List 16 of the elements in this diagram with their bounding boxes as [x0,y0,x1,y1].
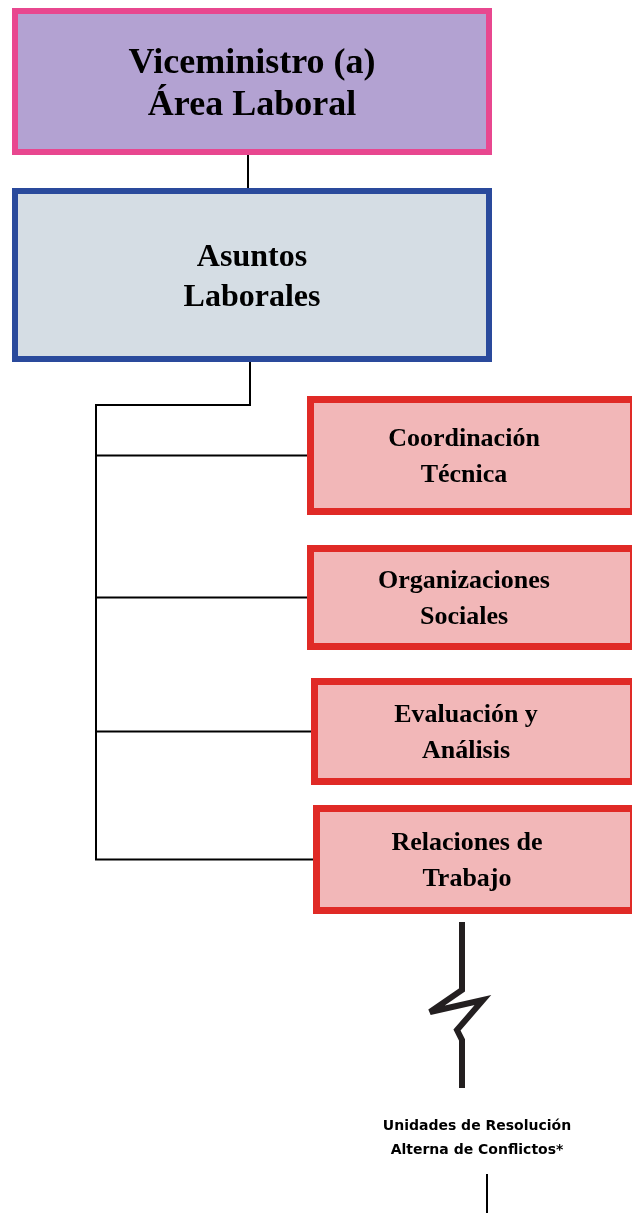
box-title: Coordinación Técnica [387,421,541,490]
broken-connector [427,922,492,1088]
connector-line [247,154,249,189]
org-box [12,8,492,155]
org-box [313,805,632,914]
org-box [307,396,632,515]
org-box [311,678,632,785]
box-title: Viceministro (a) Área Laboral [127,39,377,124]
box-title: Relaciones de Trabajo [390,825,544,894]
connector-line [486,1173,488,1213]
org-box [12,188,492,362]
unit-label: Unidades de Resolución Alterna de Conflictos* [382,1116,572,1159]
box-title: Organizaciones Sociales [377,563,551,632]
org-box [307,545,632,650]
box-title: Evaluación y Análisis [393,697,539,766]
box-title: Asuntos Laborales [182,236,322,315]
